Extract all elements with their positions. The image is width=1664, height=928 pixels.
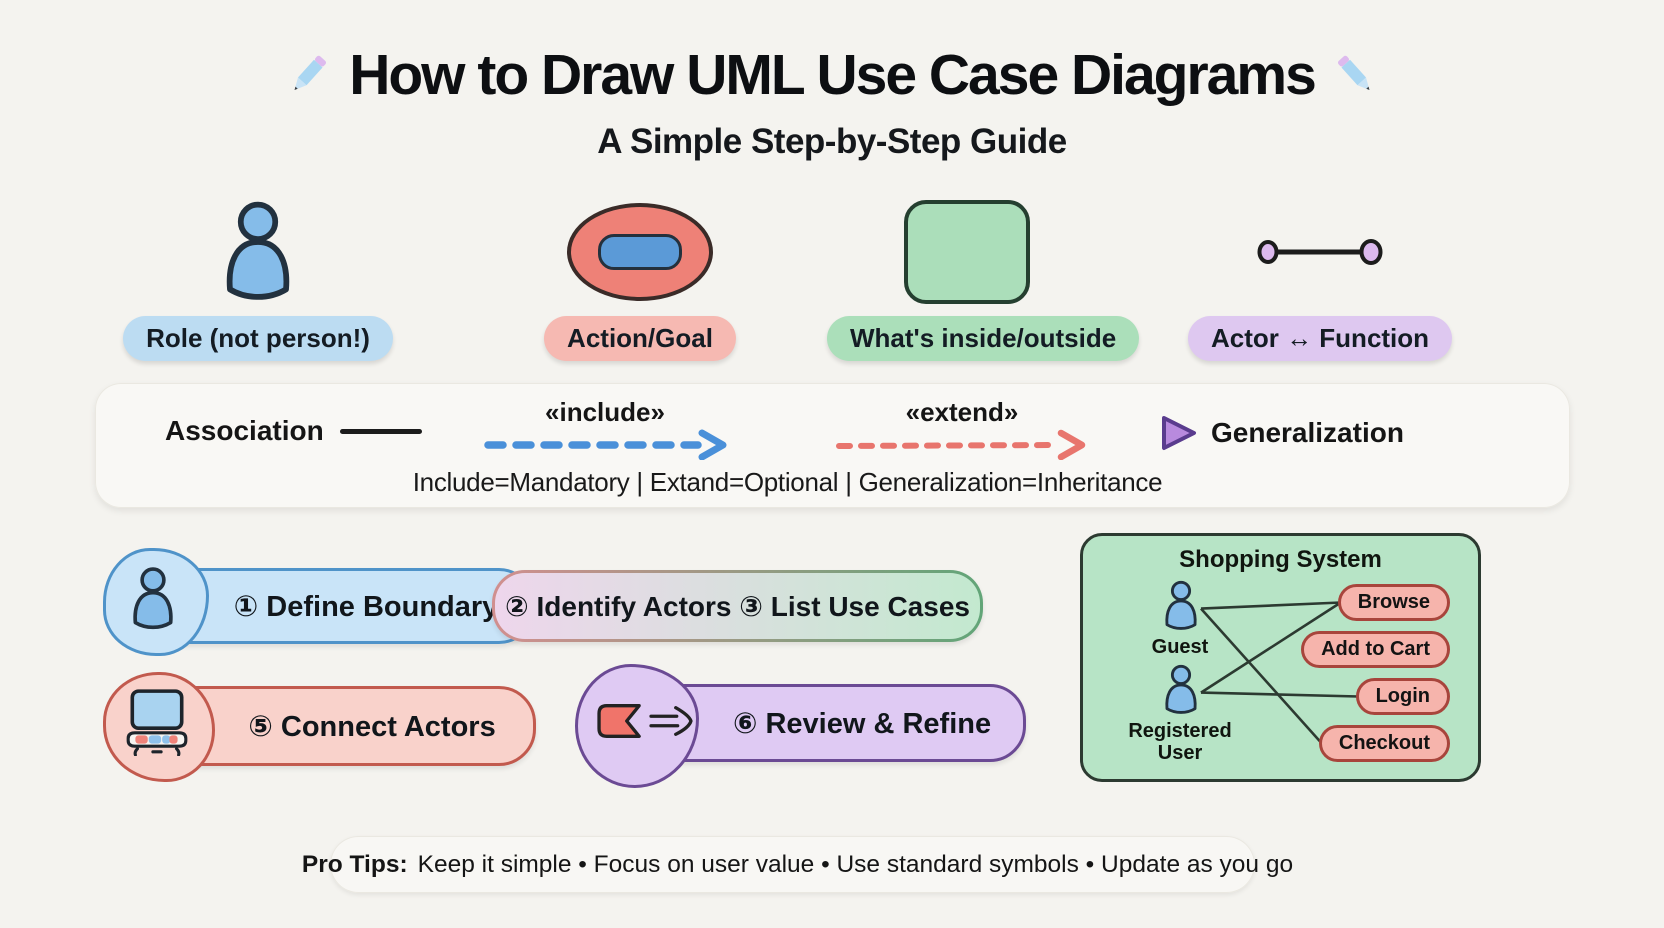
association-label: Association <box>165 415 324 446</box>
example-usecase-login: Login <box>1355 678 1450 715</box>
concept-use-case: Action/Goal <box>502 196 778 361</box>
use-case-oval-icon <box>567 203 713 301</box>
step-identify-actors-list-use-cases: ② Identify Actors ③ List Use Cases <box>492 570 983 642</box>
example-title: Shopping System <box>1179 546 1382 573</box>
include-dashed-arrow-icon <box>484 429 727 461</box>
example-usecase-addtocart: Add to Cart <box>1301 631 1450 668</box>
generalization-legend: Generalization <box>1157 413 1404 453</box>
pencil-icon <box>1337 55 1370 90</box>
association-line <box>339 428 422 434</box>
extend-legend: «extend» <box>833 397 1091 465</box>
example-shopping-system: Shopping System Guest Registered User Br… <box>1080 533 1481 782</box>
generalization-label: Generalization <box>1211 417 1404 448</box>
relationship-note: Include=Mandatory | Extand=Optional | Ge… <box>412 467 1163 497</box>
icon-slot <box>1180 196 1460 308</box>
relationship-legend: Association «include» «extend» Generaliz… <box>95 383 1570 508</box>
page-title: How to Draw UML Use Case Diagrams <box>349 43 1317 107</box>
use-case-oval-inner <box>598 234 682 270</box>
pencil-icon <box>294 55 327 90</box>
pro-tips-bar: Pro Tips: Keep it simple • Focus on user… <box>302 836 1293 893</box>
extend-label: «extend» <box>905 397 1019 427</box>
pro-tips-prefix: Pro Tips: <box>301 850 408 878</box>
example-actor-guest-label: Guest <box>1151 636 1209 658</box>
example-actor-registered-icon <box>1165 664 1197 714</box>
association-connector-icon <box>1257 239 1383 265</box>
person-icon <box>133 567 173 630</box>
concept-association: Actor ↔ Function <box>1180 196 1460 361</box>
concept-actor-label: Role (not person!) <box>123 316 393 361</box>
step-define-boundary: ① Define Boundary <box>150 568 534 644</box>
include-legend: «include» <box>480 397 730 465</box>
concept-actor: Role (not person!) <box>120 196 396 361</box>
computer-icon <box>126 689 188 756</box>
system-boundary-icon <box>904 200 1030 304</box>
pro-tips-text: Keep it simple • Focus on user value • U… <box>417 850 1294 878</box>
bookmark-icon <box>597 704 641 738</box>
include-label: «include» <box>545 397 665 427</box>
actor-person-icon <box>212 200 304 304</box>
example-actor-registered-label: Registered User <box>1128 720 1232 765</box>
generalization-triangle-icon <box>1162 416 1196 450</box>
concept-system-boundary: What's inside/outside <box>827 196 1140 361</box>
concept-association-label: Actor ↔ Function <box>1187 316 1453 361</box>
title-row: How to Draw UML Use Case Diagrams <box>0 42 1664 108</box>
icon-slot <box>502 196 778 308</box>
concept-system-label: What's inside/outside <box>827 316 1140 361</box>
example-usecase-checkout: Checkout <box>1318 725 1450 762</box>
page-subtitle: A Simple Step-by-Step Guide <box>597 122 1067 161</box>
concept-use-case-label: Action/Goal <box>544 316 736 361</box>
arrow-right-icon <box>649 706 693 736</box>
step-connect-actors: ⑤ Connect Actors <box>150 686 536 766</box>
icon-slot <box>827 196 1107 308</box>
association-legend: Association <box>165 415 422 447</box>
example-usecase-browse: Browse <box>1337 584 1450 621</box>
extend-dashed-arrow-icon <box>836 429 1086 461</box>
example-actor-guest-icon <box>1165 580 1197 630</box>
icon-slot <box>120 196 396 308</box>
